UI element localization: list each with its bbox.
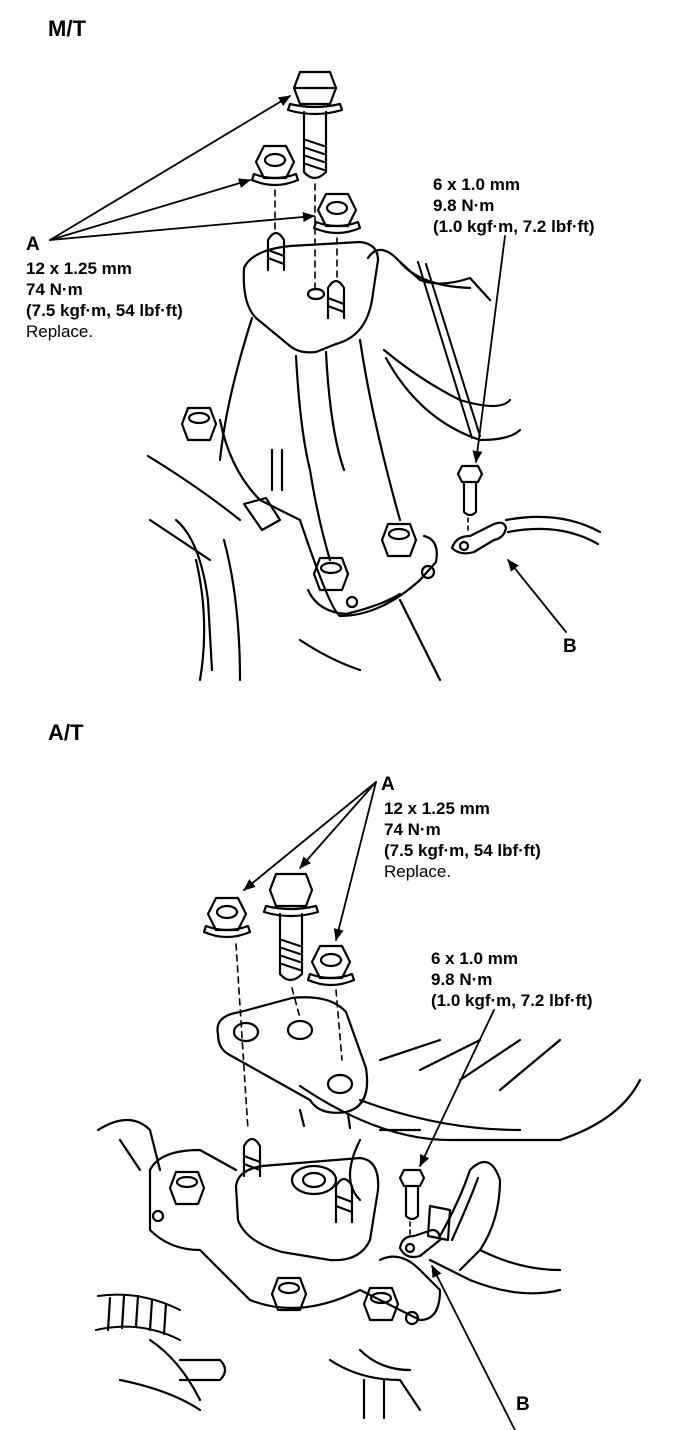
at-illustration <box>95 781 642 1430</box>
at-bracket-plate <box>216 996 369 1114</box>
mt-callout-bolt-spec: 6 x 1.0 mm 9.8 N·m (1.0 kgf·m, 7.2 lbf·f… <box>433 174 595 237</box>
mt-callout-a-size: 12 x 1.25 mm <box>26 259 132 278</box>
at-callout-a-note: Replace. <box>384 862 452 881</box>
at-callout-b-letter: B <box>516 1394 530 1415</box>
mt-illustration <box>49 70 602 682</box>
at-callout-a-letter: A <box>381 774 395 795</box>
at-callout-bolt-torque-alt: (1.0 kgf·m, 7.2 lbf·ft) <box>431 991 593 1010</box>
at-ground-bolt <box>398 1168 426 1237</box>
at-callout-a-size: 12 x 1.25 mm <box>384 799 490 818</box>
mt-callout-bolt-torque-alt: (1.0 kgf·m, 7.2 lbf·ft) <box>433 217 595 236</box>
mt-ground-terminal <box>450 515 602 555</box>
mt-callout-a-spec: 12 x 1.25 mm 74 N·m (7.5 kgf·m, 54 lbf·f… <box>26 258 183 342</box>
mt-nut-left <box>250 144 300 187</box>
mt-callout-a-torque: 74 N·m <box>26 280 83 299</box>
mt-ground-bolt <box>456 464 484 531</box>
at-lower-nut-2 <box>270 1276 308 1312</box>
at-stud-right <box>334 1177 354 1224</box>
at-callout-a-torque: 74 N·m <box>384 820 441 839</box>
at-nut-right <box>306 944 356 987</box>
at-flange-bolt <box>262 872 320 982</box>
mt-callout-b-letter: B <box>563 636 577 657</box>
mt-lower-nut-3 <box>312 556 350 592</box>
mt-callout-a-letter: A <box>26 234 40 255</box>
at-callout-a-spec: 12 x 1.25 mm 74 N·m (7.5 kgf·m, 54 lbf·f… <box>384 798 541 882</box>
mt-flange-bolt <box>286 70 344 180</box>
at-callout-a-torque-alt: (7.5 kgf·m, 54 lbf·ft) <box>384 841 541 860</box>
at-nut-left <box>202 896 252 939</box>
at-lower-nut-3 <box>362 1286 400 1322</box>
at-callout-bolt-size: 6 x 1.0 mm <box>431 949 518 968</box>
mt-callout-a-note: Replace. <box>26 322 94 341</box>
mt-lower-nut-1 <box>180 406 218 442</box>
at-heading: A/T <box>48 720 84 745</box>
at-callout-bolt-torque: 9.8 N·m <box>431 970 493 989</box>
at-lower-nut-1 <box>168 1170 206 1206</box>
at-ground-terminal <box>398 1228 442 1259</box>
mt-callout-a-torque-alt: (7.5 kgf·m, 54 lbf·ft) <box>26 301 183 320</box>
mt-callout-bolt-size: 6 x 1.0 mm <box>433 175 520 194</box>
mt-stud-right <box>326 279 346 320</box>
at-callout-bolt-spec: 6 x 1.0 mm 9.8 N·m (1.0 kgf·m, 7.2 lbf·f… <box>431 948 593 1011</box>
mt-nut-right <box>312 192 362 235</box>
mt-stud-left <box>266 231 286 272</box>
mt-heading: M/T <box>48 16 86 41</box>
mt-callout-bolt-torque: 9.8 N·m <box>433 196 495 215</box>
mt-lower-nut-2 <box>380 522 418 558</box>
mt-bracket-top <box>242 240 380 354</box>
at-stud-left <box>242 1137 262 1178</box>
